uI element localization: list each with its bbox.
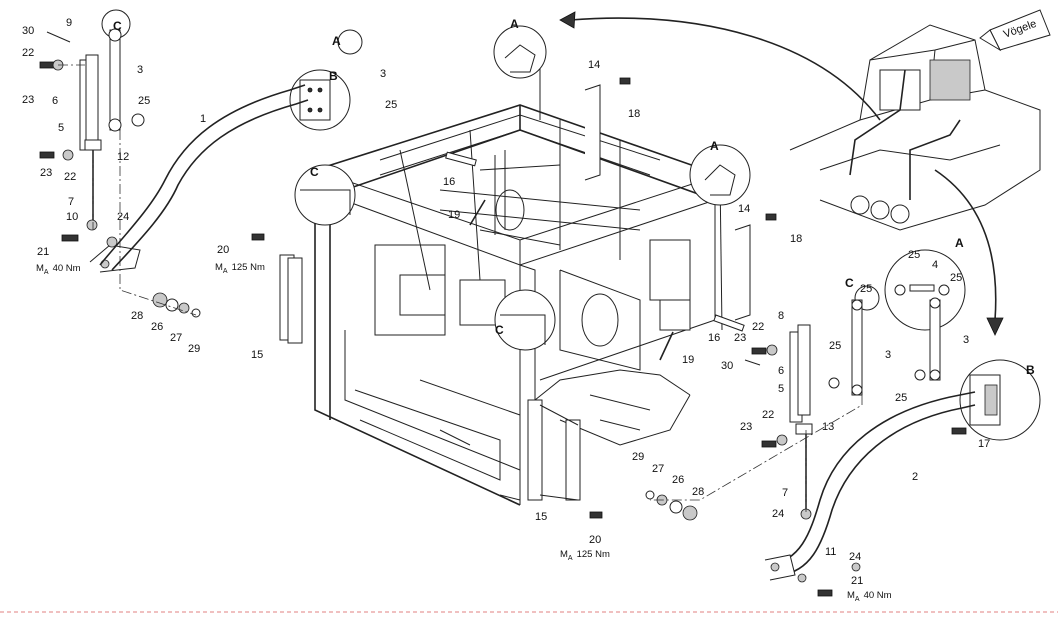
label-5-right: 5 [778, 383, 784, 395]
right-hanger-assembly [645, 284, 967, 597]
label-2: 2 [912, 471, 918, 483]
label-22-right-top: 22 [752, 321, 764, 333]
label-25-right-c2: 25 [908, 249, 920, 261]
label-3-top: 3 [380, 68, 386, 80]
label-21-right: 21 [851, 575, 863, 587]
label-5-left: 5 [58, 122, 64, 134]
label-24-right-mid: 24 [772, 508, 784, 520]
label-23-left-top: 23 [22, 94, 34, 106]
label-19-left: 19 [448, 209, 460, 221]
label-16-left: 16 [443, 176, 455, 188]
label-23-right-top: 23 [734, 332, 746, 344]
label-25-right-c: 25 [860, 283, 872, 295]
label-C-center-left: C [310, 165, 319, 179]
label-3-left: 3 [137, 64, 143, 76]
label-A-top-left: A [332, 34, 341, 48]
label-7-left: 7 [68, 196, 74, 208]
label-C-left: C [113, 19, 122, 33]
label-15-left: 15 [251, 349, 263, 361]
label-6-left: 6 [52, 95, 58, 107]
label-11: 11 [825, 546, 836, 558]
part-labels: 30 9 C 22 23 6 5 3 25 1 B 12 23 22 7 10 … [22, 17, 1035, 587]
label-4: 4 [932, 259, 938, 271]
label-16-right: 16 [708, 332, 720, 344]
label-15-right: 15 [535, 511, 547, 523]
label-B-right: B [1026, 363, 1035, 377]
label-25-left: 25 [138, 95, 150, 107]
label-20-right: 20 [589, 534, 601, 546]
label-A-center-right: A [710, 139, 719, 153]
label-20-left: 20 [217, 244, 229, 256]
label-27-right: 27 [652, 463, 664, 475]
label-19-right: 19 [682, 354, 694, 366]
chassis-frame [314, 60, 723, 506]
label-C-center: C [495, 323, 504, 337]
label-30-left: 30 [22, 25, 34, 37]
label-A-right: A [955, 236, 964, 250]
label-6-right: 6 [778, 365, 784, 377]
label-12: 12 [117, 151, 129, 163]
support-frames-15 [279, 254, 581, 501]
label-27-left: 27 [170, 332, 182, 344]
label-21-left: 21 [37, 246, 49, 258]
label-22-left-top: 22 [22, 47, 34, 59]
label-C-right: C [845, 276, 854, 290]
label-18-right: 18 [790, 233, 802, 245]
label-7-right: 7 [782, 487, 788, 499]
label-23-right-mid: 23 [740, 421, 752, 433]
label-22-right-mid: 22 [762, 409, 774, 421]
label-17: 17 [978, 438, 990, 450]
label-28-right: 28 [692, 486, 704, 498]
label-25-right-a: 25 [829, 340, 841, 352]
label-25-top: 25 [385, 99, 397, 111]
label-28-left: 28 [131, 310, 143, 322]
label-14-right: 14 [738, 203, 750, 215]
label-24-right-bottom: 24 [849, 551, 861, 563]
label-29-right: 29 [632, 451, 644, 463]
label-13: 13 [822, 421, 834, 433]
label-25-right-d: 25 [950, 272, 962, 284]
support-arm-2 [764, 391, 976, 581]
label-26-left: 26 [151, 321, 163, 333]
left-hanger-assembly [39, 28, 201, 318]
label-18-top: 18 [628, 108, 640, 120]
label-8: 8 [778, 310, 784, 322]
label-9: 9 [66, 17, 72, 29]
label-26-right: 26 [672, 474, 684, 486]
label-29-left: 29 [188, 343, 200, 355]
label-22-left-mid: 22 [64, 171, 76, 183]
label-23-left-mid: 23 [40, 167, 52, 179]
support-arm-1 [99, 84, 309, 271]
paver-machine-illustration: Vögele [789, 9, 1051, 231]
label-3-right-inner: 3 [885, 349, 891, 361]
label-25-right-b: 25 [895, 392, 907, 404]
label-24-left: 24 [117, 211, 129, 223]
label-30-right: 30 [721, 360, 733, 372]
label-B-left: B [329, 69, 338, 83]
label-1: 1 [200, 113, 206, 125]
label-A-top-center: A [510, 17, 519, 31]
label-14-top: 14 [588, 59, 600, 71]
direction-arrows [559, 11, 1004, 336]
label-10: 10 [66, 211, 78, 223]
label-3-right-outer: 3 [963, 334, 969, 346]
bolts-and-pins [251, 77, 777, 519]
